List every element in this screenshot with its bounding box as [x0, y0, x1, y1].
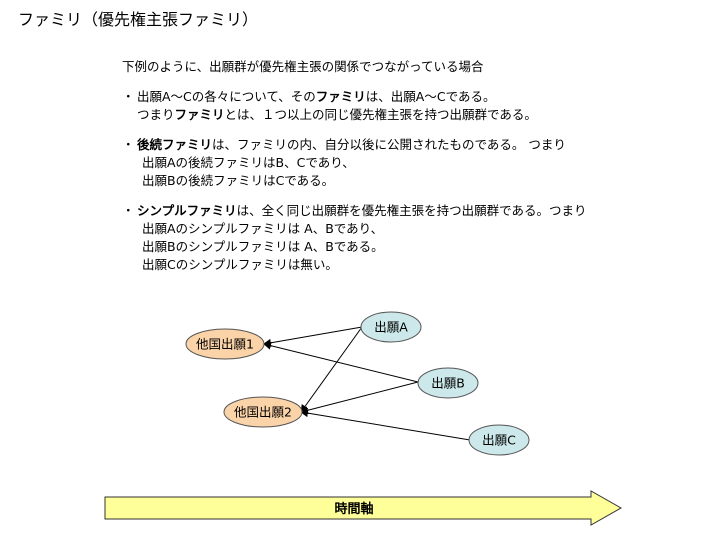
svg-text:他国出願2: 他国出願2: [234, 405, 292, 420]
edge-b-to-foreign2: [300, 381, 419, 415]
time-axis-arrow: 時間軸: [104, 490, 623, 526]
family-line-2: つまりファミリとは、１つ以上の同じ優先権主張を持つ出願群である。: [137, 107, 537, 122]
simple-line-3: 出願Bのシンプルファミリは A、Bである。: [142, 239, 384, 254]
family-line-1: ・出願A～Cの各々について、そのファミリは、出願A～Cである。: [122, 89, 496, 104]
simple-line-4: 出願Cのシンプルファミリは無い。: [142, 257, 338, 272]
edge-c-to-foreign2: [300, 409, 471, 441]
explanation-text: 下例のように、出願群が優先権主張の関係でつながっている場合 ・出願A～Cの各々に…: [122, 58, 587, 274]
subsequent-line-2: 出願Aの後続ファミリはB、Cであり、: [142, 155, 355, 170]
edge-a-to-foreign2: [300, 326, 363, 413]
edge-b-to-foreign1: [263, 341, 419, 383]
bullet: ・: [122, 137, 135, 152]
node-foreign-application-2: 他国出願2: [223, 396, 303, 428]
svg-text:出願B: 出願B: [431, 376, 465, 391]
edge-a-to-foreign1: [263, 326, 363, 347]
page-title: ファミリ（優先権主張ファミリ）: [18, 10, 259, 29]
node-foreign-application-1: 他国出願1: [185, 328, 265, 360]
simple-line-2: 出願Aのシンプルファミリは A、Bであり、: [142, 221, 384, 236]
bullet: ・: [122, 89, 135, 104]
svg-text:他国出願1: 他国出願1: [196, 337, 254, 352]
svg-text:出願A: 出願A: [374, 320, 408, 335]
time-axis-label: 時間軸: [334, 501, 373, 517]
node-application-b: 出願B: [417, 367, 479, 399]
subsequent-line-1: ・後続ファミリは、ファミリの内、自分以後に公開されたものである。 つまり: [122, 137, 566, 152]
bullet: ・: [122, 203, 135, 218]
svg-text:出願C: 出願C: [482, 433, 516, 448]
node-application-c: 出願C: [468, 424, 530, 456]
node-application-a: 出願A: [360, 311, 422, 343]
subsequent-line-3: 出願Bの後続ファミリはCである。: [142, 173, 335, 188]
intro-line: 下例のように、出願群が優先権主張の関係でつながっている場合: [122, 59, 484, 74]
simple-line-1: ・シンプルファミリは、全く同じ出願群を優先権主張を持つ出願群である。つまり: [122, 203, 587, 218]
